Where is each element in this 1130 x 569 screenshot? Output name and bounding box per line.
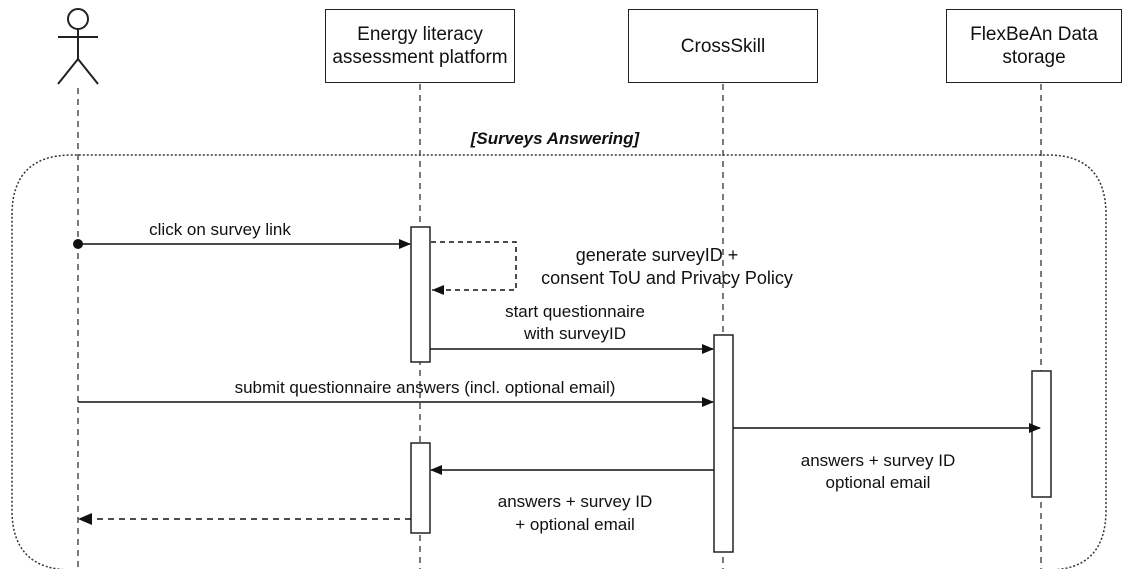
activation-storage bbox=[1031, 370, 1052, 498]
message-return-label-2: + optional email bbox=[515, 515, 635, 534]
participant-crossskill: CrossSkill bbox=[628, 9, 818, 83]
message-submit-label: submit questionnaire answers (incl. opti… bbox=[234, 378, 616, 397]
message-generate-label-1: generate surveyID + bbox=[575, 245, 739, 265]
message-generate-line bbox=[431, 241, 517, 291]
message-start-label-2: with surveyID bbox=[523, 324, 627, 343]
message-generate-arrowhead bbox=[432, 285, 444, 295]
message-start-label-1: start questionnaire bbox=[505, 302, 645, 321]
activation-platform-1 bbox=[410, 226, 431, 363]
message-store-label-2: optional email bbox=[825, 473, 931, 492]
activation-crossskill bbox=[713, 334, 734, 553]
participant-storage: FlexBeAn Data storage bbox=[946, 9, 1122, 83]
participant-storage-label: FlexBeAn Data storage bbox=[970, 24, 1098, 68]
activation-platform-2 bbox=[410, 442, 431, 534]
participant-platform: Energy literacy assessment platform bbox=[325, 9, 515, 83]
message-store-label-1: answers + survey ID bbox=[800, 451, 956, 470]
message-generate-label-2: consent ToU and Privacy Policy bbox=[541, 268, 793, 288]
message-return-label-1: answers + survey ID bbox=[497, 492, 653, 511]
actor-user-icon bbox=[57, 8, 99, 85]
message-click-label: click on survey link bbox=[149, 220, 291, 239]
message-reply-user-arrowhead bbox=[78, 513, 92, 525]
frame-title: [Surveys Answering] bbox=[470, 129, 640, 148]
participant-platform-label: Energy literacy assessment platform bbox=[332, 24, 508, 68]
frame-border bbox=[11, 154, 1107, 569]
participant-crossskill-label: CrossSkill bbox=[680, 35, 766, 57]
